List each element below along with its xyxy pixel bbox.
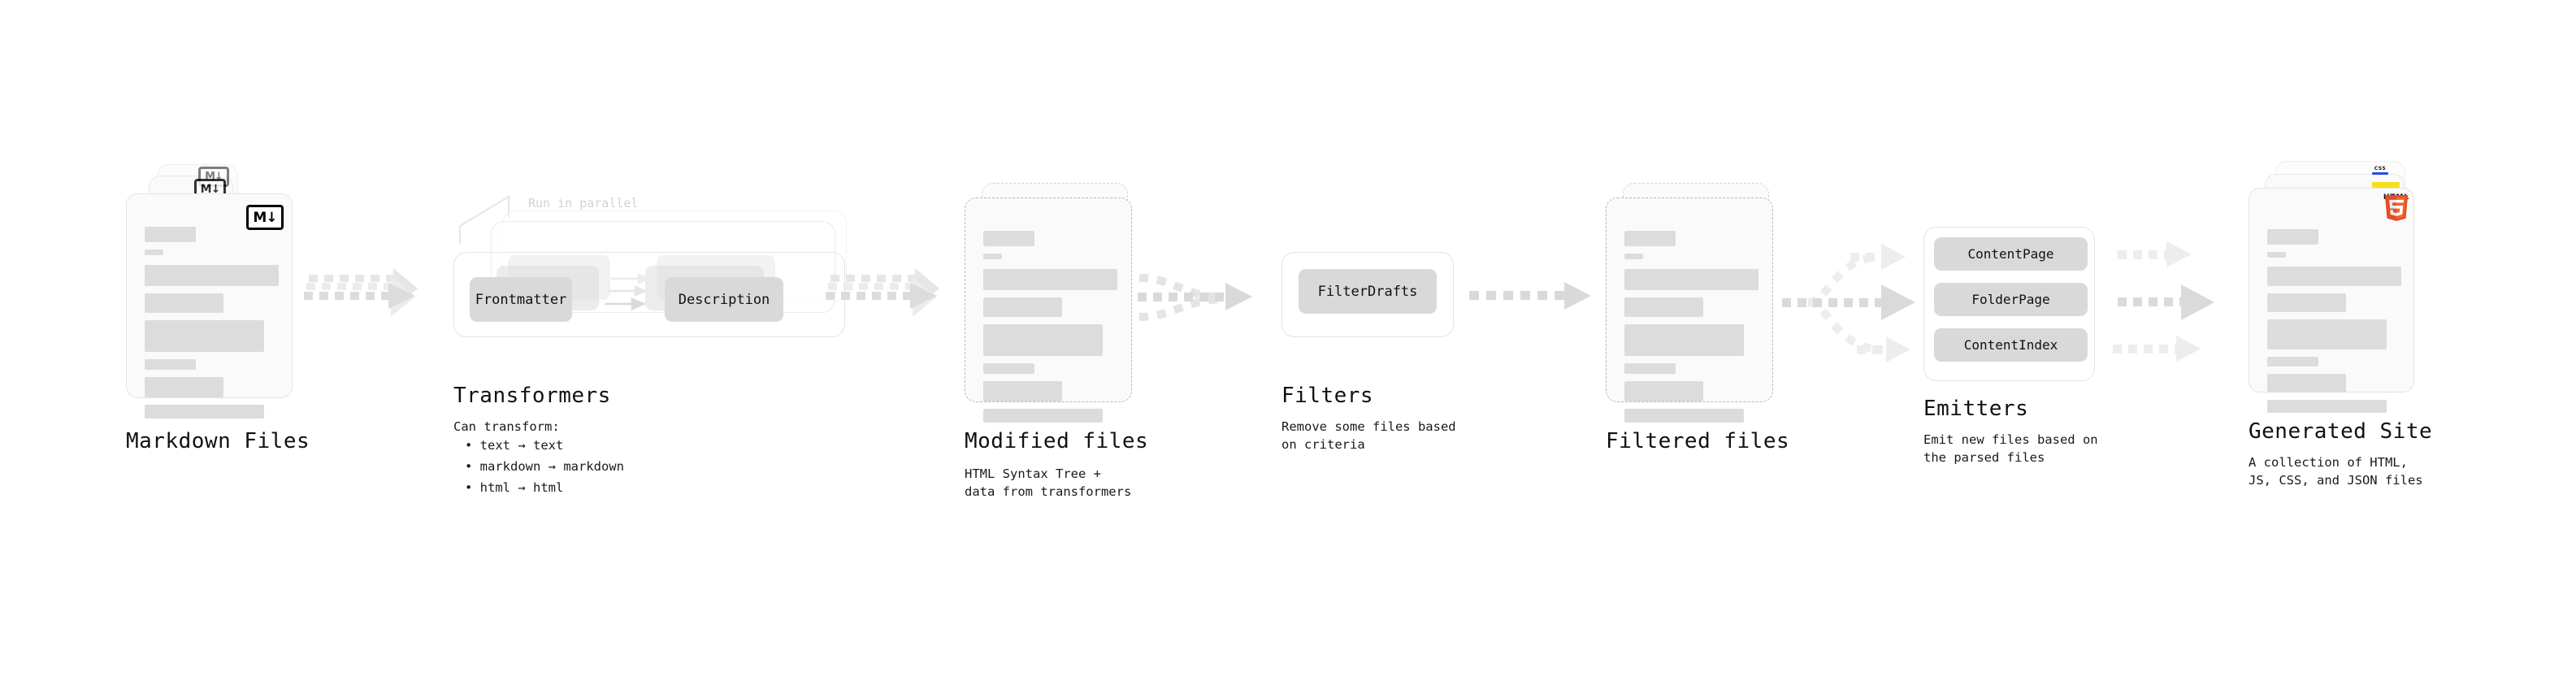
bar xyxy=(1624,297,1703,317)
modified-files-subtitle: HTML Syntax Tree + data from transformer… xyxy=(965,466,1132,499)
bar xyxy=(2267,252,2286,258)
css-badge-icon: CSS xyxy=(2372,166,2388,176)
run-in-parallel-brace-icon xyxy=(459,195,510,244)
chip-folderpage[interactable]: FolderPage xyxy=(1934,283,2088,316)
bar xyxy=(983,324,1103,356)
filtered-card-front xyxy=(1606,197,1773,423)
bar xyxy=(983,297,1062,317)
stage-title-filters: Filters xyxy=(1281,384,1374,408)
chip-description[interactable]: Description xyxy=(665,277,783,322)
stage-title-emitters: Emitters xyxy=(1923,397,2029,421)
generated-site-subtitle: A collection of HTML, JS, CSS, and JSON … xyxy=(2249,455,2423,488)
markdown-card-bars xyxy=(145,227,279,426)
bar xyxy=(145,320,264,352)
filtered-card-bars xyxy=(1624,231,1759,430)
bar xyxy=(145,293,223,313)
bar xyxy=(2267,267,2401,286)
connector-transformers-to-modified xyxy=(826,268,939,317)
modified-card-bars xyxy=(983,231,1117,430)
bar xyxy=(145,265,279,286)
connector-modified-to-filters xyxy=(1138,274,1252,321)
stage-title-filtered-files: Filtered files xyxy=(1606,429,1790,453)
emitters-subtitle: Emit new files based on the parsed files xyxy=(1923,432,2098,465)
stage-title-transformers: Transformers xyxy=(453,384,611,408)
bar xyxy=(2267,400,2387,413)
bar xyxy=(1624,269,1759,290)
bar xyxy=(1624,254,1643,259)
filters-subtitle: Remove some files based on criteria xyxy=(1281,419,1456,452)
bar xyxy=(983,363,1034,374)
bar xyxy=(983,269,1117,290)
bar xyxy=(983,409,1103,423)
bar xyxy=(1624,409,1744,423)
site-card-bars xyxy=(2267,229,2401,420)
bar xyxy=(2267,319,2387,349)
html5-badge-icon: HTML xyxy=(2383,193,2410,221)
bar xyxy=(983,231,1034,246)
stage-title-generated-site: Generated Site xyxy=(2249,419,2433,444)
chip-contentpage[interactable]: ContentPage xyxy=(1934,237,2088,271)
bar xyxy=(145,359,196,370)
bar xyxy=(2267,293,2346,312)
transformers-bullet-2: • html → html xyxy=(465,480,564,495)
bar xyxy=(145,405,264,419)
modified-card-front xyxy=(965,197,1132,423)
bar xyxy=(1624,324,1744,356)
bar xyxy=(1624,231,1676,246)
connector-emitters-to-site xyxy=(2113,241,2214,362)
transformers-bullet-1: • markdown → markdown xyxy=(465,459,624,474)
connector-filtered-to-emitters xyxy=(1782,244,1915,362)
run-in-parallel-label: Run in parallel xyxy=(528,196,639,210)
bar xyxy=(145,377,223,397)
bar xyxy=(1624,363,1676,374)
bar xyxy=(2267,357,2318,367)
chip-contentindex[interactable]: ContentIndex xyxy=(1934,328,2088,362)
connector-filters-to-filtered xyxy=(1469,282,1591,310)
bar xyxy=(2267,229,2318,245)
connector-markdown-to-transformers xyxy=(304,268,418,317)
bar xyxy=(2267,374,2346,393)
bar xyxy=(145,227,196,242)
transformer-inner-arrows-icon xyxy=(605,273,652,310)
stage-title-modified-files: Modified files xyxy=(965,429,1149,453)
chip-filterdrafts[interactable]: FilterDrafts xyxy=(1299,269,1437,314)
bar xyxy=(983,381,1062,401)
markdown-badge-icon: M↓ xyxy=(246,205,284,230)
transformers-bullet-0: • text → text xyxy=(465,438,564,453)
transformers-subtitle: Can transform: xyxy=(453,419,560,434)
chip-frontmatter[interactable]: Frontmatter xyxy=(470,277,572,322)
stage-title-markdown-files: Markdown Files xyxy=(126,429,310,453)
bar xyxy=(1624,381,1703,401)
bar xyxy=(145,249,163,255)
html5-shield-icon xyxy=(2384,195,2409,221)
site-card-front xyxy=(2249,188,2414,413)
bar xyxy=(983,254,1002,259)
